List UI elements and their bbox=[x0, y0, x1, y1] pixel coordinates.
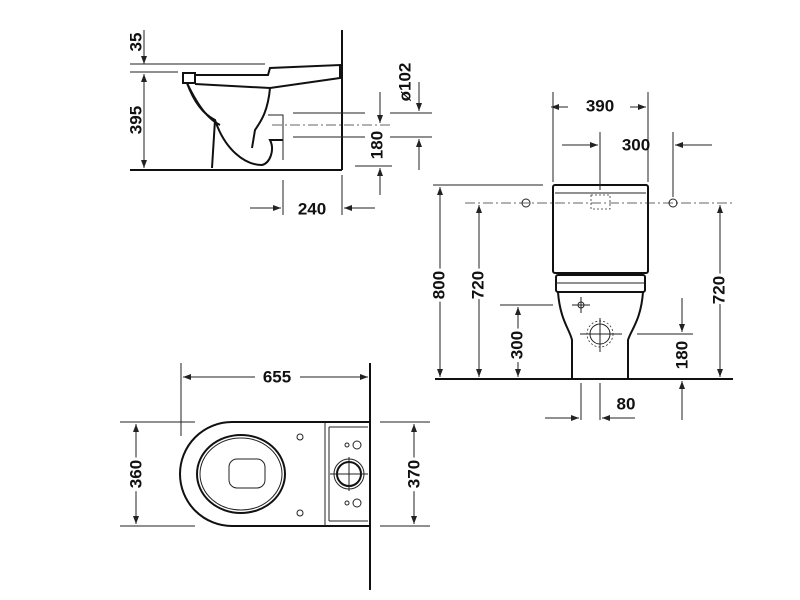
dim-395: 395 bbox=[126, 106, 145, 134]
dim-300-height: 300 bbox=[507, 331, 526, 359]
dim-655: 655 bbox=[263, 367, 291, 386]
mounting-hole-right bbox=[668, 198, 678, 208]
dim-720-left: 720 bbox=[468, 271, 487, 299]
dim-370: 370 bbox=[404, 460, 423, 488]
dim-80: 80 bbox=[617, 394, 636, 413]
dim-300-spacing: 300 bbox=[622, 135, 650, 154]
dim-diameter-102: ø102 bbox=[395, 63, 414, 102]
dim-35: 35 bbox=[126, 33, 145, 52]
front-view: 390 300 800 720 300 720 180 80 bbox=[426, 92, 735, 421]
dim-800: 800 bbox=[429, 271, 448, 299]
toilet-side-outline bbox=[182, 63, 341, 169]
dim-180-side: 180 bbox=[367, 131, 386, 159]
dim-720-right: 720 bbox=[709, 276, 728, 304]
toilet-front-outline bbox=[552, 184, 649, 379]
toilet-top-outline bbox=[179, 421, 370, 527]
top-view: 655 360 370 bbox=[120, 363, 430, 590]
mounting-hole-left bbox=[521, 198, 531, 208]
side-view: 35 395 ø102 180 240 bbox=[126, 30, 432, 218]
dim-360: 360 bbox=[126, 460, 145, 488]
dim-240: 240 bbox=[298, 199, 326, 218]
dim-390: 390 bbox=[586, 96, 614, 115]
dim-180-front: 180 bbox=[672, 341, 691, 369]
